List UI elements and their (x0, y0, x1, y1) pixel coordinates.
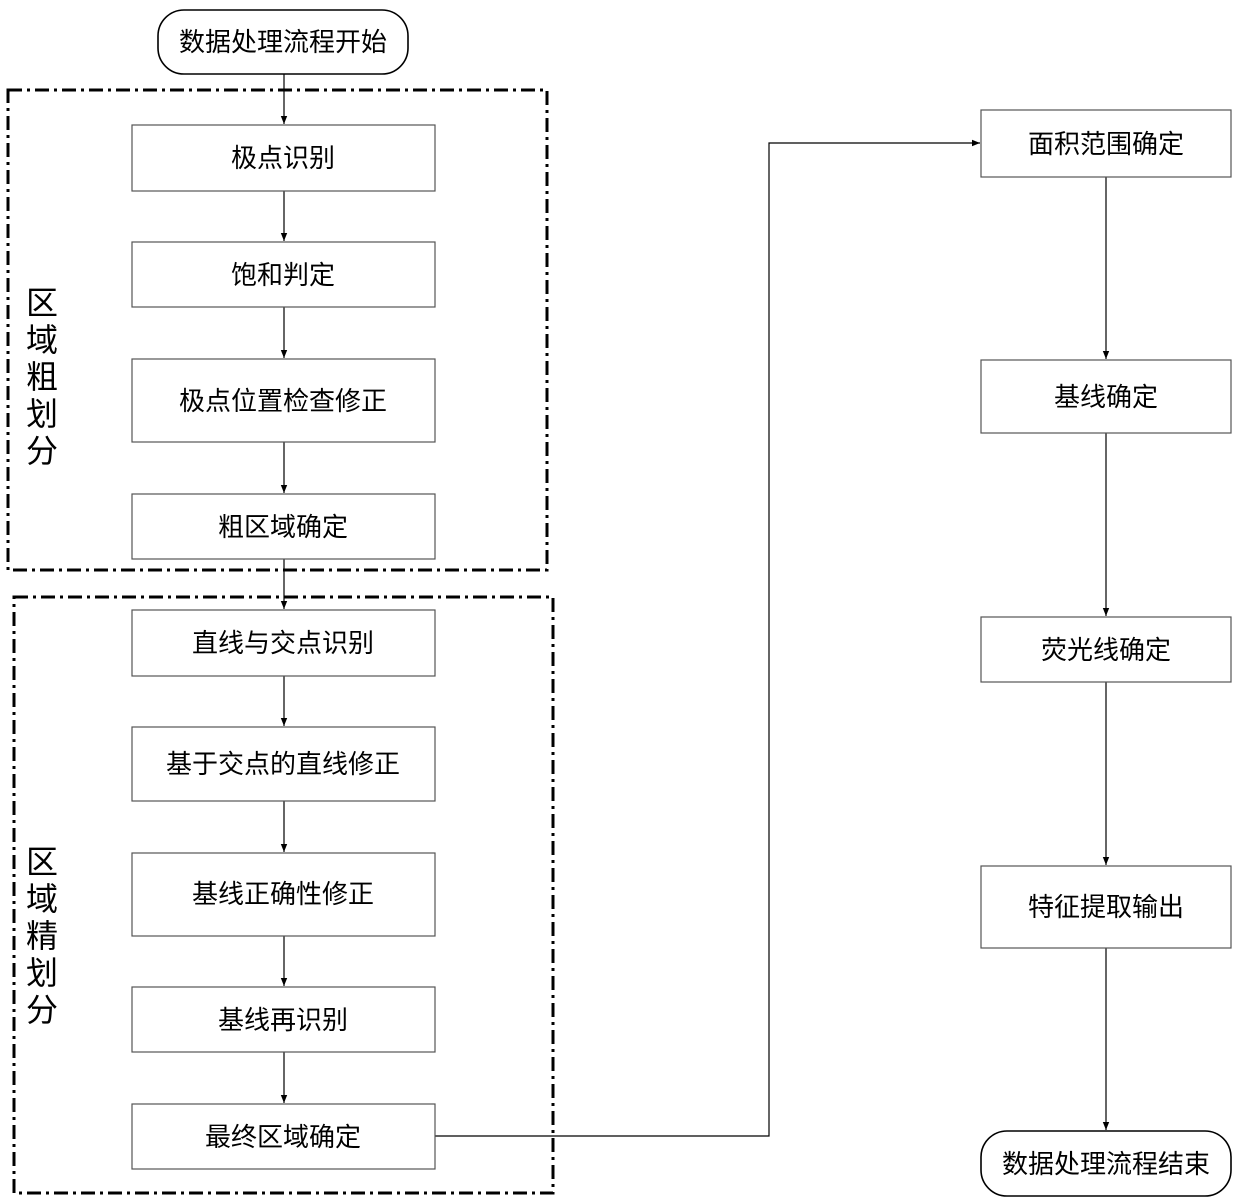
edge-final-to-area (435, 143, 980, 1136)
step-baseline-determination: 基线确定 (981, 360, 1231, 433)
step-fluorescence-line-determination: 荧光线确定 (981, 617, 1231, 682)
fine-region-char: 精 (26, 917, 58, 955)
step-label: 基线再识别 (218, 1006, 348, 1036)
fine-region-char: 划 (26, 954, 58, 992)
step-label: 最终区域确定 (205, 1123, 361, 1153)
coarse-region-char: 粗 (26, 358, 58, 396)
fine-region-char: 分 (26, 991, 58, 1029)
step-label: 饱和判定 (231, 261, 335, 291)
step-label: 直线与交点识别 (192, 629, 374, 659)
fine-region-label: 区 域 精 划 分 (26, 843, 58, 1029)
step-label: 基于交点的直线修正 (166, 750, 400, 780)
step-baseline-correctness-correction: 基线正确性修正 (132, 853, 435, 936)
coarse-region-char: 划 (26, 395, 58, 433)
step-label: 荧光线确定 (1041, 636, 1171, 666)
step-label: 粗区域确定 (218, 513, 348, 543)
coarse-region-char: 分 (26, 432, 58, 470)
step-extreme-point-position-check: 极点位置检查修正 (132, 359, 435, 442)
step-label: 极点识别 (231, 144, 335, 174)
step-coarse-region-determination: 粗区域确定 (132, 494, 435, 559)
step-saturation-judgment: 饱和判定 (132, 242, 435, 307)
step-feature-extraction-output: 特征提取输出 (981, 866, 1231, 948)
start-label: 数据处理流程开始 (179, 28, 387, 58)
start-node: 数据处理流程开始 (158, 10, 408, 74)
fine-region-char: 区 (26, 843, 58, 881)
step-label: 基线正确性修正 (192, 880, 374, 910)
step-label: 特征提取输出 (1028, 893, 1184, 923)
coarse-region-char: 域 (26, 321, 58, 359)
step-line-and-intersection-identification: 直线与交点识别 (132, 610, 435, 676)
end-label: 数据处理流程结束 (1002, 1150, 1210, 1180)
step-final-region-determination: 最终区域确定 (132, 1104, 435, 1169)
step-label: 极点位置检查修正 (179, 387, 387, 417)
step-intersection-based-line-correction: 基于交点的直线修正 (132, 727, 435, 801)
step-extreme-point-identification: 极点识别 (132, 125, 435, 191)
step-baseline-reidentification: 基线再识别 (132, 987, 435, 1052)
fine-region-char: 域 (26, 880, 58, 918)
coarse-region-char: 区 (26, 284, 58, 322)
end-node: 数据处理流程结束 (981, 1131, 1231, 1196)
step-area-range-determination: 面积范围确定 (981, 110, 1231, 177)
step-label: 基线确定 (1054, 383, 1158, 413)
step-label: 面积范围确定 (1028, 130, 1184, 160)
coarse-region-label: 区 域 粗 划 分 (26, 284, 58, 470)
